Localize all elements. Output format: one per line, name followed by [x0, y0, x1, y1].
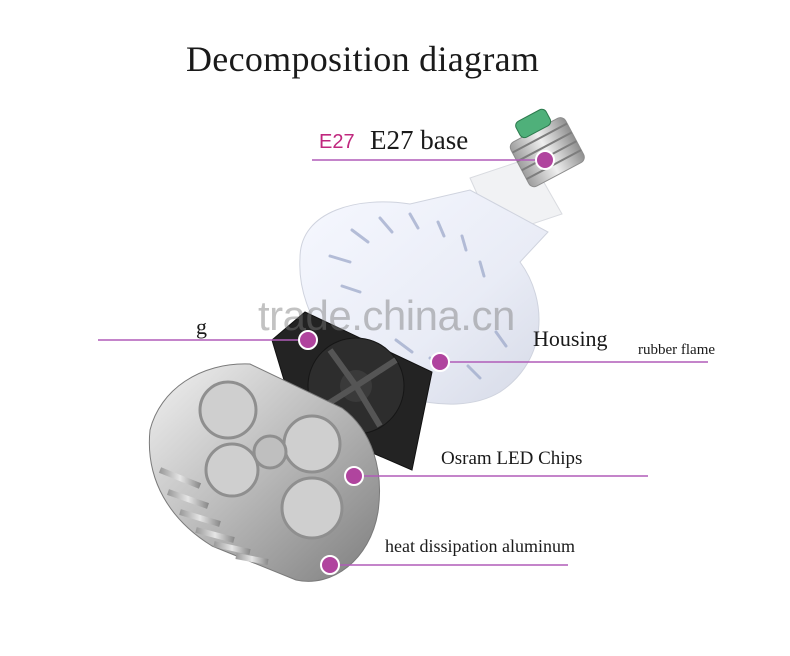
- watermark: trade.china.cn: [258, 292, 515, 339]
- leader-lines: [98, 159, 708, 566]
- rubber-flame-label: rubber flame: [638, 342, 716, 358]
- pointer-dots: [298, 150, 555, 575]
- fan-label-partial: g: [196, 314, 207, 339]
- e27-code-label: E27: [319, 131, 355, 153]
- page-title: Decomposition diagram: [186, 39, 540, 79]
- housing-label: Housing: [533, 326, 608, 351]
- e27-base-label: E27 base: [370, 125, 469, 155]
- heat-sink-part: [148, 363, 380, 582]
- led-chips-label: Osram LED Chips: [441, 448, 583, 469]
- heat-sink-label: heat dissipation aluminum: [385, 536, 575, 556]
